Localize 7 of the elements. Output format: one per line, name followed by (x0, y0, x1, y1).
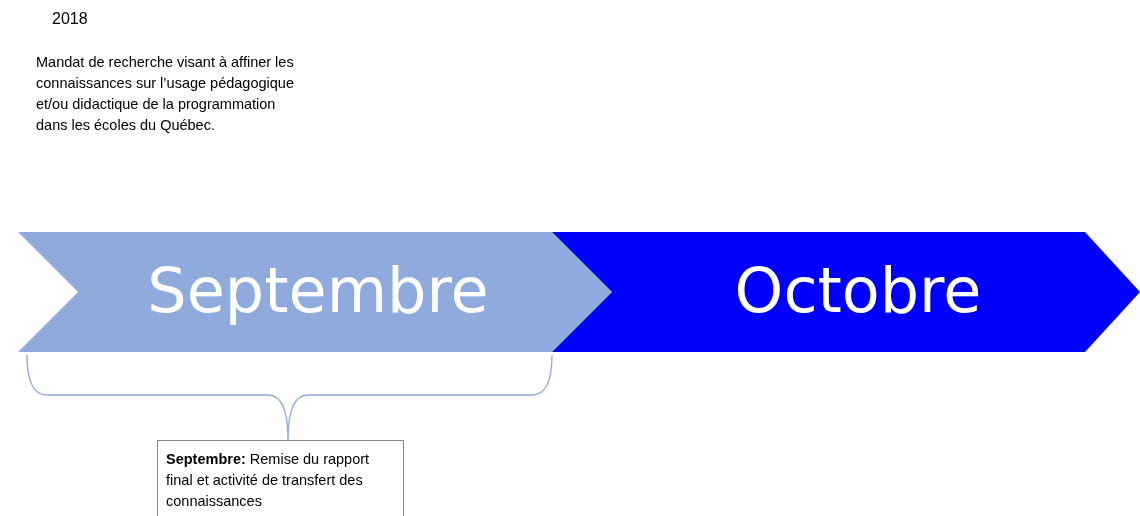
description-text: Mandat de recherche visant à affiner les connaissances sur l’usage pédagogique et/ou didactique de la programmation dans les écoles du Québec. (36, 53, 295, 135)
note-box: Septembre: Remise du rapport final et activité de transfert des connaissances (157, 440, 404, 516)
month-label: Septembre (147, 254, 489, 327)
month-label: Octobre (734, 254, 982, 327)
chevron-arrow (552, 232, 1140, 352)
year-label: 2018 (52, 9, 89, 29)
chevron-arrow (18, 232, 612, 352)
